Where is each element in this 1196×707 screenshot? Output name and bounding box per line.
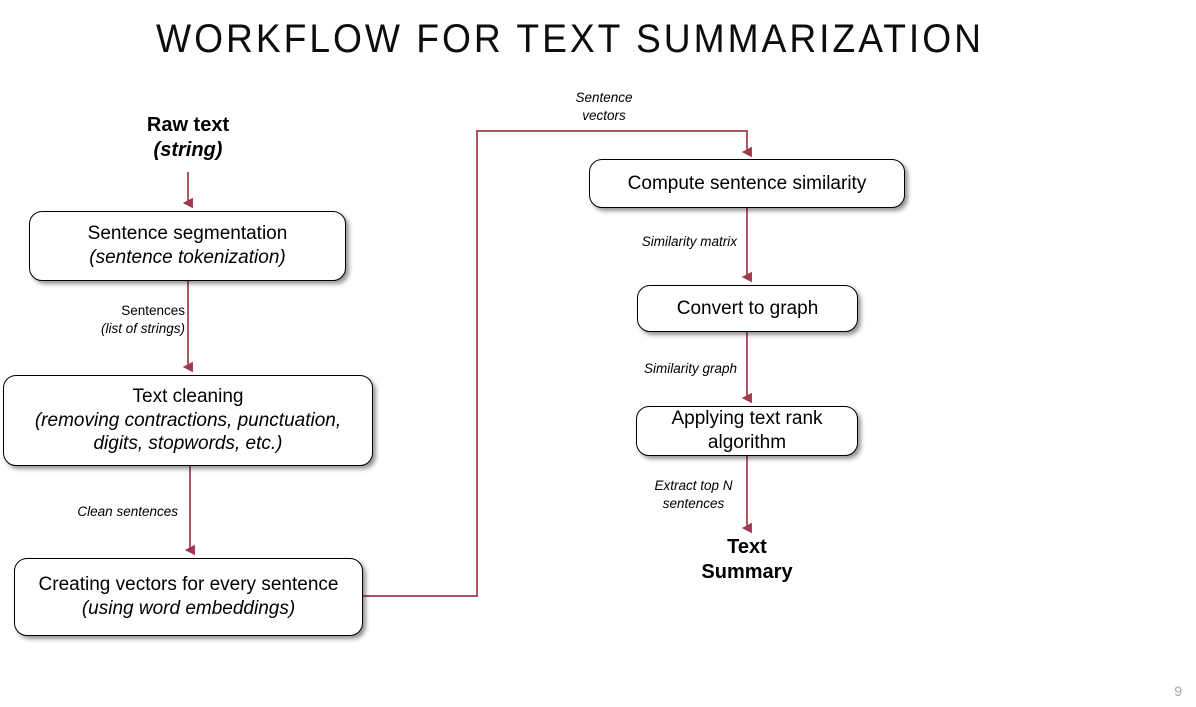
creating-vectors-line1: Creating vectors for every sentence	[38, 574, 339, 596]
box-creating-vectors[interactable]: Creating vectors for every sentence (usi…	[14, 558, 363, 636]
text-summary-line2: Summary	[701, 560, 793, 583]
terminator-raw-text: Raw text (string)	[108, 113, 268, 163]
edge-label-similarity-graph: Similarity graph	[598, 360, 737, 378]
creating-vectors-line2: (using word embeddings)	[81, 598, 296, 619]
compute-similarity-line1: Compute sentence similarity	[627, 172, 867, 194]
terminator-text-summary: Text Summary	[652, 535, 842, 585]
text-summary-line1: Text	[727, 536, 767, 558]
similarity-matrix-label: Similarity matrix	[641, 234, 737, 249]
edge-label-sentences: Sentences (list of strings)	[40, 302, 185, 339]
text-cleaning-line1: Text cleaning	[132, 385, 244, 407]
raw-text-line1: Raw text	[146, 114, 230, 136]
sentence-vectors-label-line1: Sentence	[575, 90, 633, 105]
box-convert-to-graph[interactable]: Convert to graph	[637, 285, 858, 332]
similarity-graph-label: Similarity graph	[643, 361, 737, 376]
edge-label-sentence-vectors: Sentence vectors	[556, 89, 652, 126]
sentence-vectors-label-line2: vectors	[582, 108, 626, 124]
box-sentence-segmentation[interactable]: Sentence segmentation (sentence tokeniza…	[29, 211, 346, 281]
clean-sentences-label: Clean sentences	[77, 504, 178, 519]
edge-label-extract-top-n: Extract top N sentences	[630, 477, 757, 514]
sentence-segmentation-line2: (sentence tokenization)	[89, 247, 286, 268]
sentence-segmentation-line1: Sentence segmentation	[87, 223, 288, 245]
sentences-label-line2: (list of strings)	[100, 321, 185, 337]
page-title: WORKFLOW FOR TEXT SUMMARIZATION	[155, 17, 984, 61]
extract-top-n-label-line2: sentences	[662, 496, 725, 512]
edge-label-clean-sentences: Clean sentences	[35, 503, 178, 521]
text-rank-line2: algorithm	[707, 432, 787, 453]
text-cleaning-line2: (removing contractions, punctuation,	[34, 409, 342, 431]
box-text-cleaning[interactable]: Text cleaning (removing contractions, pu…	[3, 375, 373, 466]
box-applying-text-rank[interactable]: Applying text rank algorithm	[636, 406, 858, 456]
text-rank-line1: Applying text rank	[671, 408, 823, 430]
box-compute-similarity[interactable]: Compute sentence similarity	[589, 159, 905, 208]
raw-text-line2: (string)	[153, 138, 223, 161]
extract-top-n-label-line1: Extract top N	[654, 478, 733, 493]
edge-label-similarity-matrix: Similarity matrix	[596, 233, 737, 251]
page-number: 9	[1174, 683, 1182, 699]
sentences-label-line1: Sentences	[121, 303, 185, 318]
text-cleaning-line3: digits, stopwords, etc.)	[93, 433, 283, 455]
convert-to-graph-line1: Convert to graph	[676, 297, 819, 319]
